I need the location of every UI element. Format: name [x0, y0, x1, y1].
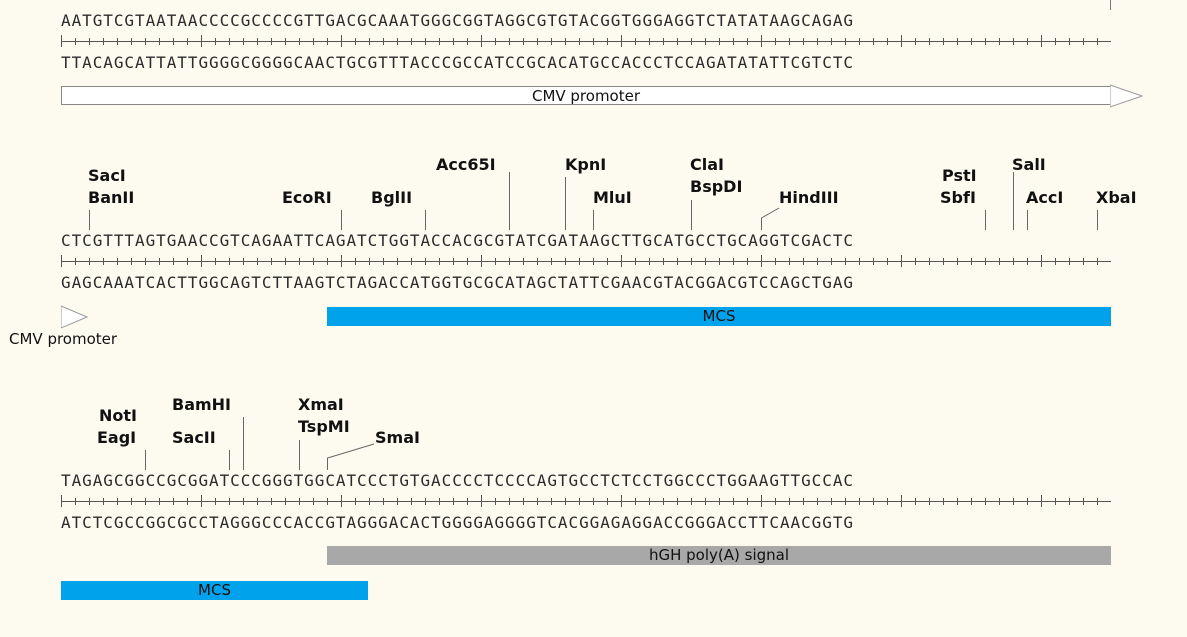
site-label-banii[interactable]: BanII: [88, 188, 135, 207]
site-label-bamhi[interactable]: BamHI: [172, 395, 232, 414]
site-label-eagi[interactable]: EagI: [97, 428, 137, 447]
feature-hgh-polya-signal[interactable]: hGH poly(A) signal: [327, 546, 1111, 565]
sequence-ruler: [61, 35, 1111, 47]
site-label-sacii[interactable]: SacII: [172, 428, 216, 447]
feature-label: CMV promoter: [531, 87, 641, 105]
ruler-ticks: [61, 35, 1111, 47]
site-label-clai[interactable]: ClaI: [690, 155, 724, 174]
site-label-noti[interactable]: NotI: [99, 406, 137, 425]
site-label-ecori[interactable]: EcoRI: [282, 188, 332, 207]
site-leader-lines: [89, 172, 1098, 230]
site-label-acc65i[interactable]: Acc65I: [436, 155, 496, 174]
bottom-strand-sequence[interactable]: GAGCAAATCACTTGGCAGTCTTAAGTCTAGACCATGGTGC…: [61, 273, 854, 292]
site-label-sbfi[interactable]: SbfI: [940, 188, 976, 207]
feature-label: hGH poly(A) signal: [648, 546, 790, 564]
ruler-ticks: [61, 255, 1111, 267]
feature-label-cmv-promoter[interactable]: CMV promoter: [9, 330, 118, 348]
site-label-psti[interactable]: PstI: [942, 166, 977, 185]
site-label-mlui[interactable]: MluI: [593, 188, 632, 207]
site-label-saci[interactable]: SacI: [88, 166, 126, 185]
feature-arrowhead-icon: [1110, 84, 1144, 108]
site-label-hindiii[interactable]: HindIII: [779, 188, 839, 207]
bottom-strand-sequence[interactable]: ATCTCGCCGGCGCCTAGGGCCCACCGTAGGGACACTGGGG…: [61, 513, 854, 532]
site-label-bglii[interactable]: BglII: [371, 188, 413, 207]
feature-mcs[interactable]: MCS: [327, 307, 1111, 326]
feature-label: MCS: [198, 581, 231, 599]
top-strand-sequence[interactable]: TAGAGCGGCCGCGGATCCCGGGTGGCATCCCTGTGACCCC…: [61, 471, 854, 490]
site-label-kpni[interactable]: KpnI: [565, 155, 607, 174]
ruler-ticks: [61, 495, 1111, 507]
top-strand-sequence[interactable]: CTCGTTTAGTGAACCGTCAGAATTCAGATCTGGTACCACG…: [61, 231, 854, 250]
site-label-xmai[interactable]: XmaI: [298, 395, 344, 414]
bottom-strand-sequence[interactable]: TTACAGCATTATTGGGGCGGGGCAACTGCGTTTACCCGCC…: [61, 53, 854, 72]
row-end-marker: [1110, 0, 1111, 10]
site-label-smai[interactable]: SmaI: [375, 428, 420, 447]
site-label-sali[interactable]: SalI: [1012, 155, 1046, 174]
site-leader-lines: [145, 417, 375, 470]
top-strand-sequence[interactable]: AATGTCGTAATAACCCCGCCCCGTTGACGCAAATGGGCGG…: [61, 11, 854, 30]
cmv-promoter-arrow-tip-icon[interactable]: [61, 305, 89, 329]
site-label-xbai[interactable]: XbaI: [1096, 188, 1137, 207]
sequence-ruler: [61, 255, 1111, 267]
feature-label: MCS: [702, 307, 736, 325]
sequence-ruler: [61, 495, 1111, 507]
site-label-tspmi[interactable]: TspMI: [298, 417, 350, 436]
site-label-bspdi[interactable]: BspDI: [690, 177, 743, 196]
site-label-acci[interactable]: AccI: [1026, 188, 1064, 207]
feature-mcs[interactable]: MCS: [61, 581, 368, 600]
feature-cmv-promoter[interactable]: CMV promoter: [61, 86, 1111, 105]
